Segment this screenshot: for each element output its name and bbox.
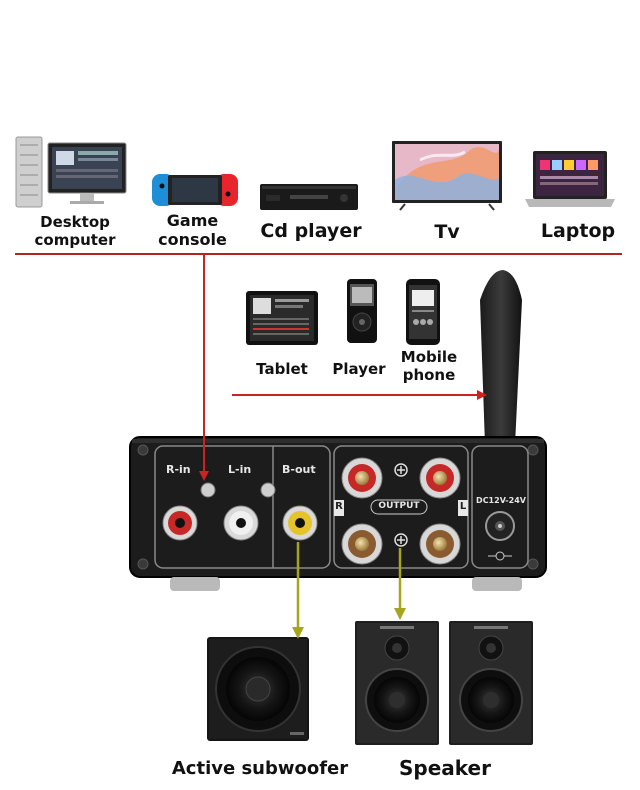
game-console-label: Game console [140,211,245,249]
l-in-jack [223,505,259,541]
game-console-label-line2: console [158,230,227,249]
cd-player-label: Cd player [260,220,362,242]
speaker-post-right-positive [341,457,383,499]
game-console-icon [152,174,238,206]
speaker-label: Speaker [399,756,491,780]
output-label: OUTPUT [378,501,420,511]
laptop-label: Laptop [540,220,616,242]
mobile-phone-icon [406,279,440,345]
r-in-label: R-in [166,463,191,476]
right-marker-box [334,500,344,516]
plus-icon [394,463,408,477]
power-label: DC12V-24V [476,496,526,505]
speaker-post-left-positive [419,457,461,499]
speaker-icon [355,621,439,745]
desktop-computer-icon [15,136,127,208]
tablet-icon [246,291,318,345]
player-label: Player [332,360,386,378]
desktop-computer-label-line1: Desktop [40,213,110,231]
right-marker-label: R [335,501,343,512]
r-in-jack [162,505,198,541]
game-console-label-line1: Game [166,211,219,230]
speaker-post-right-negative [341,523,383,565]
laptop-icon [525,151,615,207]
speaker-icon [449,621,533,745]
left-marker-box [458,500,468,516]
cd-player-icon [260,184,358,210]
subwoofer-label: Active subwoofer [171,758,349,779]
b-out-label: B-out [282,463,316,476]
dc-power-jack [485,511,515,541]
tv-label: Tv [434,221,460,243]
desktop-computer-label: Desktop computer [20,213,130,249]
tv-icon [392,141,502,211]
b-out-jack [282,505,318,541]
music-player-icon [347,279,377,343]
tablet-label: Tablet [256,360,308,378]
left-marker-label: L [459,501,467,512]
speaker-post-left-negative [419,523,461,565]
desktop-computer-label-line2: computer [34,231,116,249]
mobile-phone-label-line1: Mobile [400,348,458,366]
polarity-icon [488,551,512,561]
l-in-label: L-in [228,463,252,476]
mobile-phone-label: Mobile phone [392,348,466,384]
plus-icon [394,533,408,547]
mobile-phone-label-line2: phone [402,366,456,384]
output-label-box [370,499,428,515]
subwoofer-icon [207,637,309,741]
